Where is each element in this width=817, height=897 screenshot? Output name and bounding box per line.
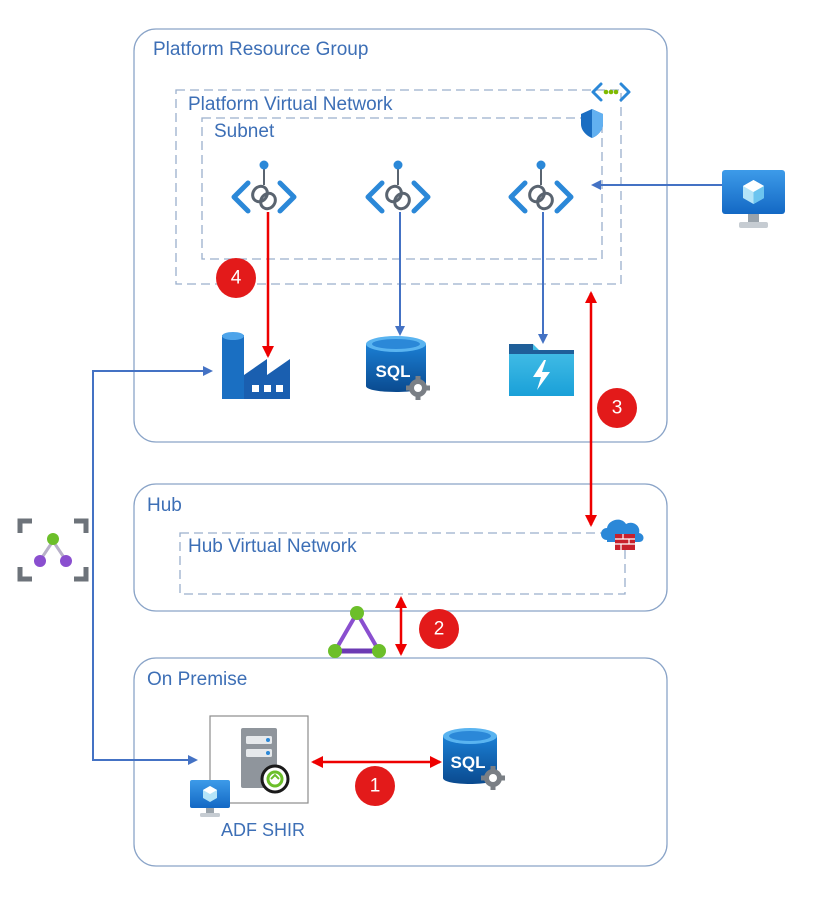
vpn-triangle-icon [328, 606, 386, 658]
on-premise-label: On Premise [147, 669, 247, 690]
step-2-badge: 2 [419, 609, 459, 649]
data-factory-icon [222, 332, 290, 399]
subnet-box [201, 117, 603, 260]
sql-label-top: SQL [376, 362, 411, 381]
sql-server-icon-top: SQL [366, 336, 430, 400]
platform-resource-group-box [133, 28, 668, 443]
shir-to-datafactory-arrow [92, 366, 213, 761]
sql-server-icon-bottom: SQL [443, 728, 505, 790]
platform-vnet-box [175, 89, 622, 285]
sql-label-bottom: SQL [451, 753, 486, 772]
step-4-badge: 4 [216, 258, 256, 298]
subnet-label: Subnet [214, 121, 275, 142]
platform-vnet-label: Platform Virtual Network [188, 94, 393, 115]
hub-label: Hub [147, 495, 182, 516]
step-2-number: 2 [434, 619, 445, 640]
on-premise-box [133, 657, 668, 867]
step-1-number: 1 [370, 776, 381, 797]
private-endpoint-icon-1 [234, 161, 294, 212]
shield-icon [581, 109, 603, 138]
step-4-number: 4 [231, 268, 242, 289]
step-1-badge: 1 [355, 766, 395, 806]
private-endpoint-icon-3 [511, 161, 571, 212]
hub-vnet-label: Hub Virtual Network [188, 536, 357, 557]
platform-resource-group-label: Platform Resource Group [153, 39, 368, 60]
step-3-number: 3 [612, 398, 623, 419]
managed-identity-icon [17, 518, 89, 582]
step-3-badge: 3 [597, 388, 637, 428]
shir-vm-icon [190, 780, 230, 817]
vnet-peering-icon [591, 82, 631, 102]
private-endpoint-icon-2 [368, 161, 428, 212]
firewall-icon [601, 519, 644, 550]
function-app-icon [509, 344, 574, 396]
virtual-machine-icon [722, 170, 785, 228]
hub-vnet-box [179, 532, 626, 595]
shir-label: ADF SHIR [221, 820, 305, 840]
